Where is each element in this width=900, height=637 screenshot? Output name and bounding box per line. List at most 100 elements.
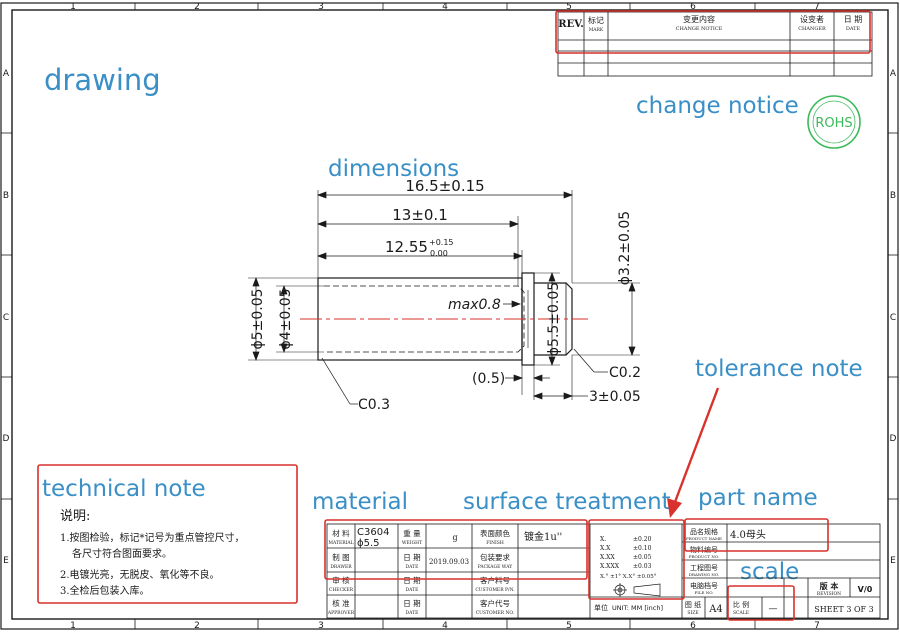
unit-value: UNIT: MM [inch] xyxy=(612,604,663,612)
approve-date-label-en: DATE xyxy=(406,610,419,616)
dim-dia-inner: ϕ4±0.05 xyxy=(278,288,294,349)
approver-label-cn: 核 准 xyxy=(332,598,350,608)
tech-note-line-3: 2.电镀光亮，无脱皮、氧化等不良。 xyxy=(60,568,220,581)
tol-label-0: X. xyxy=(600,536,606,543)
size-value: A4 xyxy=(708,604,723,615)
drawer-label-cn: 制 图 xyxy=(332,552,349,562)
col-label-bottom-7: 7 xyxy=(814,621,820,631)
scale-value: — xyxy=(769,604,778,614)
product-name-value: 4.0母头 xyxy=(730,529,766,541)
row-label-right-E: E xyxy=(890,556,896,566)
approver-label-en: APPROVER xyxy=(327,610,355,616)
customer-pn-label-en: CUSTOMER P/N. xyxy=(475,587,515,593)
sheet-number: SHEET 3 OF 3 xyxy=(814,605,873,614)
tol-value-0: ±0.20 xyxy=(633,536,652,543)
customer-code-label-cn: 客户代号 xyxy=(480,598,510,608)
finish-value: 镀金1u'' xyxy=(524,530,562,543)
title-block-grid xyxy=(326,523,881,619)
row-label-left-C: C xyxy=(3,313,9,323)
row-label-right-B: B xyxy=(890,191,896,201)
tol-value-3: ±0.03 xyxy=(633,563,652,570)
material-finish-highlight xyxy=(324,519,588,580)
technical-note: 说明: 1.按图检验，标记*记号为重点管控尺寸， 各尺寸符合图面要求。 2.电镀… xyxy=(60,509,245,597)
tech-note-line-1: 1.按图检验，标记*记号为重点管控尺寸， xyxy=(60,531,245,544)
callout-dimensions: dimensions xyxy=(328,156,459,182)
product-name-label-en: PRODUCT NAME xyxy=(686,536,722,541)
callout-material: material xyxy=(312,489,408,515)
file-no-label-cn: 电脑档号 xyxy=(690,581,718,590)
drawing-no-label-en: DRAWING NO. xyxy=(689,572,719,577)
package-label-en: PACKAGE WAY xyxy=(478,564,514,570)
title-block-right: 品名规格 PRODUCT NAME 4.0母头 物料编号 PRODUCT NO.… xyxy=(685,527,874,616)
tol-label-1: X.X xyxy=(600,545,611,552)
date-header-cn: 日 期 xyxy=(844,15,863,24)
material-label-en: MATERIAL xyxy=(328,540,353,546)
customer-code-label-en: CUSTOMER NO. xyxy=(476,610,515,616)
row-label-left-E: E xyxy=(3,556,9,566)
tol-label-3: X.XXX xyxy=(600,563,620,570)
tolerance-highlight xyxy=(588,519,685,600)
drawer-label-en: DRAWER xyxy=(330,564,352,570)
dim-chamfer-right: C0.2 xyxy=(609,365,641,381)
col-label-bottom-5: 5 xyxy=(566,621,572,631)
row-label-left-D: D xyxy=(3,434,10,444)
tol-value-1: ±0.10 xyxy=(633,545,652,552)
callout-tolerance-note: tolerance note xyxy=(695,356,863,382)
checker-label-cn: 审 核 xyxy=(332,575,350,585)
scale-label-cn: 比 例 xyxy=(733,600,749,609)
date-label-cn: 日 期 xyxy=(403,553,420,562)
tech-note-title: 说明: xyxy=(60,509,90,524)
file-no-label-en: FILE NO. xyxy=(694,590,713,595)
part-name-highlight xyxy=(684,518,829,552)
rohs-text: ROHS xyxy=(815,116,852,131)
dim-chamfer-left: C0.3 xyxy=(358,397,390,413)
col-label-top-6: 6 xyxy=(690,2,696,12)
package-label-cn: 包装要求 xyxy=(480,552,510,562)
row-label-left-B: B xyxy=(3,191,9,201)
date-label-en: DATE xyxy=(406,564,419,570)
callout-surface-treatment: surface treatment xyxy=(463,489,671,515)
revision-value: V/0 xyxy=(858,585,873,594)
date-value: 2019.09.03 xyxy=(429,558,469,566)
col-label-bottom-2: 2 xyxy=(194,621,200,631)
drawing-no-label-cn: 工程图号 xyxy=(690,563,718,572)
tech-note-line-2: 各尺寸符合图面要求。 xyxy=(72,547,172,560)
callout-technical-note: technical note xyxy=(42,476,206,502)
col-label-bottom-6: 6 xyxy=(690,621,696,631)
callout-part-name: part name xyxy=(698,485,818,511)
size-label-cn: 图 纸 xyxy=(685,600,701,609)
col-label-top-4: 4 xyxy=(442,2,448,12)
col-label-top-3: 3 xyxy=(318,2,324,12)
tol-label-2: X.XX xyxy=(600,554,615,561)
size-label-en: SIZE xyxy=(687,610,698,616)
check-date-label-en: DATE xyxy=(406,587,419,593)
dim-tol-lower: 0.00 xyxy=(430,249,448,258)
dim-dia-flange: ϕ5.5±0.05 xyxy=(546,282,562,356)
inner-border xyxy=(11,9,889,620)
callout-change-notice: change notice xyxy=(636,93,799,119)
revision-table xyxy=(557,11,873,77)
change-header-en: CHANGE NOTICE xyxy=(676,26,723,32)
tech-note-line-4: 3.全检后包装入库。 xyxy=(60,584,150,597)
col-label-top-2: 2 xyxy=(194,2,200,12)
dimension-texts: 16.5±0.15 13±0.1 12.55 +0.15 0.00 max0.8… xyxy=(250,177,641,413)
col-label-bottom-1: 1 xyxy=(70,621,76,631)
dim-max-depth: max0.8 xyxy=(448,297,501,313)
checker-label-en: CHECKER xyxy=(329,587,354,593)
tolerance-arrow xyxy=(667,387,720,518)
row-label-right-A: A xyxy=(890,69,897,79)
material-value: C3604 xyxy=(357,527,389,538)
material-no-label-cn: 物料编号 xyxy=(690,545,718,554)
dim-length-13: 13±0.1 xyxy=(392,206,448,224)
projection-symbol-icon xyxy=(613,583,661,597)
rev-header: REV. xyxy=(558,19,583,30)
col-label-top-7: 7 xyxy=(814,2,820,12)
dim-dia-pin: ϕ3.2±0.05 xyxy=(617,211,633,285)
mark-header-en: MARK xyxy=(589,27,604,33)
col-label-bottom-3: 3 xyxy=(318,621,324,631)
col-label-top-1: 1 xyxy=(70,2,76,12)
finish-label-en: FINISH xyxy=(486,540,504,546)
